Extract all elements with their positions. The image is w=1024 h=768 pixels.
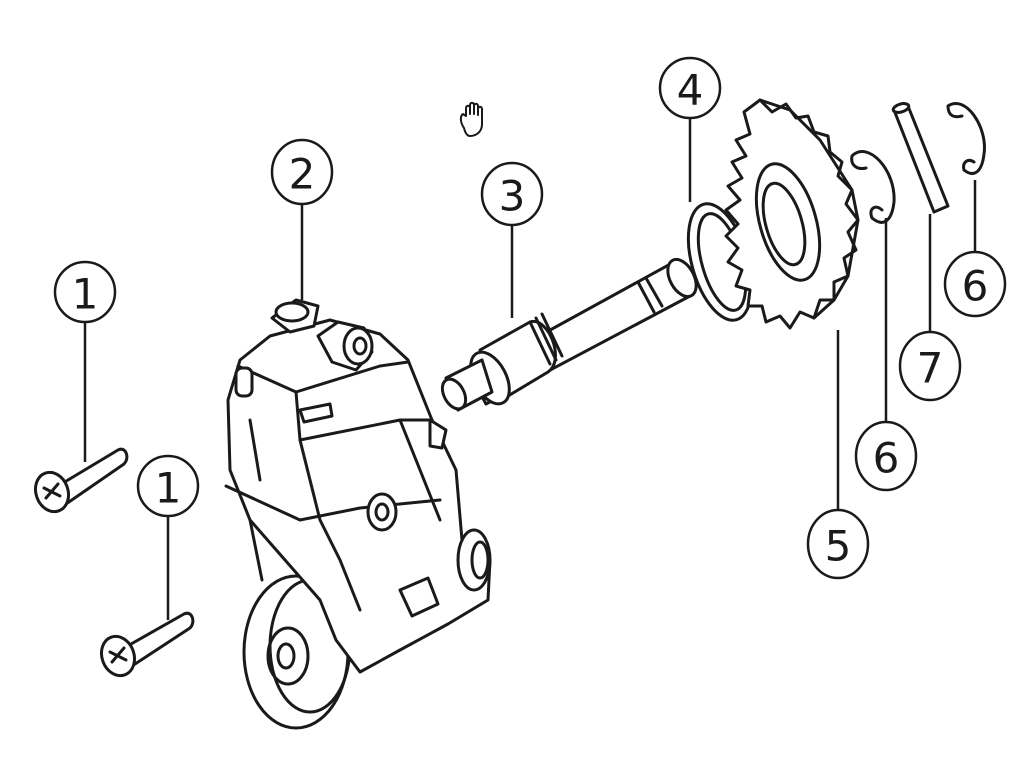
callout-label: 6 bbox=[962, 262, 989, 311]
callout-label: 5 bbox=[825, 522, 852, 571]
drive-shaft bbox=[440, 257, 698, 412]
callout-5: 5 bbox=[806, 508, 870, 580]
callout-label: 2 bbox=[289, 150, 316, 199]
callout-2: 2 bbox=[270, 138, 334, 206]
hand-grab-icon bbox=[459, 101, 483, 137]
callout-7: 7 bbox=[898, 330, 962, 402]
callout-4: 4 bbox=[658, 56, 722, 120]
locating-pin bbox=[891, 102, 950, 214]
callout-label: 3 bbox=[499, 172, 526, 221]
drive-gear bbox=[724, 98, 860, 330]
circlip-inner bbox=[850, 150, 896, 224]
callout-label: 6 bbox=[873, 434, 900, 483]
bolt-upper bbox=[33, 447, 129, 514]
bolt-lower bbox=[99, 611, 195, 678]
circlip-outer bbox=[946, 102, 986, 175]
callout-label: 4 bbox=[677, 66, 704, 115]
callout-6a: 6 bbox=[854, 420, 918, 492]
callout-label: 1 bbox=[155, 464, 182, 513]
callout-label: 7 bbox=[917, 344, 944, 393]
pump-housing bbox=[224, 298, 492, 730]
callout-3: 3 bbox=[480, 161, 544, 227]
callout-1b: 1 bbox=[136, 454, 200, 518]
callout-label: 1 bbox=[72, 270, 99, 319]
callout-6b: 6 bbox=[943, 250, 1007, 318]
callout-1a: 1 bbox=[53, 260, 117, 324]
